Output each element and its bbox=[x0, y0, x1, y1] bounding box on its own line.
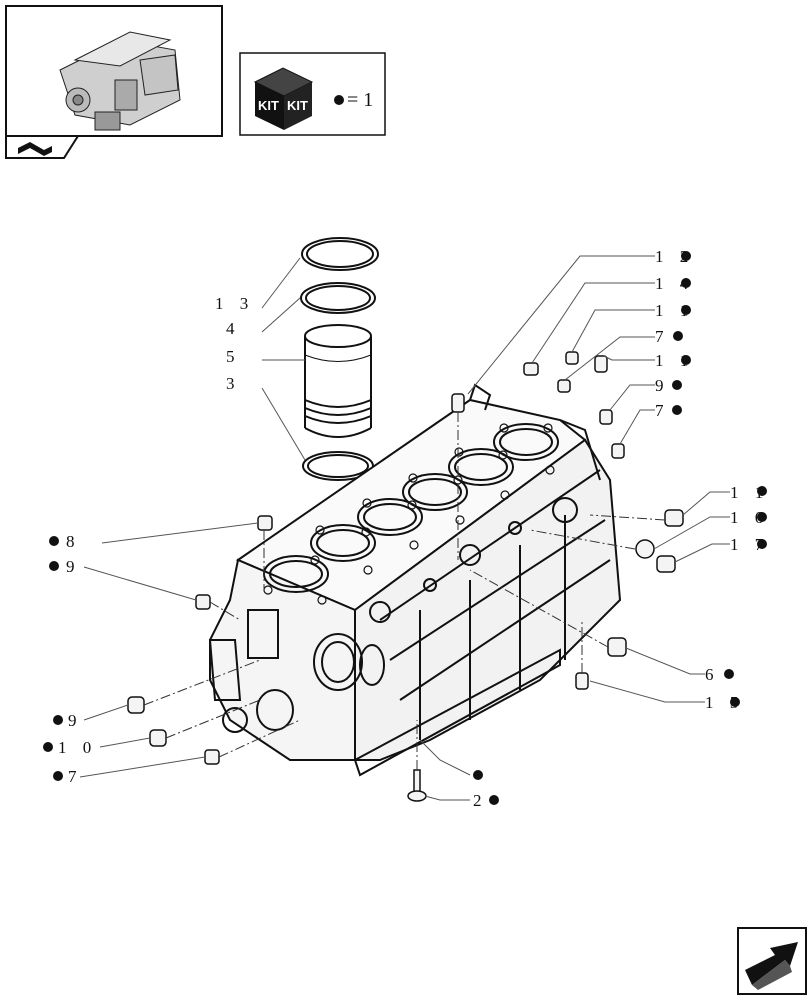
previous-page-arrow-icon bbox=[18, 142, 52, 156]
callout-16: 1 6 bbox=[730, 508, 769, 527]
callout-8: 8 bbox=[66, 532, 81, 551]
kit-bullet-icon bbox=[672, 405, 682, 415]
engine-thumbnail[interactable] bbox=[5, 5, 223, 137]
callout-12: 1 2 bbox=[655, 247, 694, 266]
callout-4: 4 bbox=[226, 319, 241, 338]
construction-lines bbox=[143, 412, 666, 770]
callout-9c: 9 bbox=[68, 711, 83, 730]
callout-10: 1 0 bbox=[58, 738, 97, 757]
callout-11b: 1 1 bbox=[655, 351, 694, 370]
leader-lines bbox=[79, 255, 730, 801]
callout-labels: 1 2 1 4 1 1 7 1 1 9 7 1 1 1 6 1 7 6 1 5 … bbox=[43, 247, 769, 810]
callout-3: 3 bbox=[226, 374, 241, 393]
callout-11c: 1 1 bbox=[730, 483, 769, 502]
kit-bullet-icon bbox=[681, 278, 691, 288]
small-parts bbox=[127, 351, 684, 802]
kit-bullet-icon bbox=[757, 512, 767, 522]
kit-equals-text: = 1 bbox=[347, 89, 373, 111]
callout-5: 5 bbox=[226, 347, 241, 366]
callout-7b: 7 bbox=[655, 401, 670, 420]
callout-9a: 9 bbox=[655, 376, 670, 395]
engine-thumbnail-icon bbox=[59, 31, 181, 131]
callout-11a: 1 1 bbox=[655, 301, 694, 320]
kit-bullet-icon bbox=[672, 380, 682, 390]
callout-7c: 7 bbox=[68, 767, 83, 786]
kit-bullet-icon bbox=[681, 355, 691, 365]
kit-bullet-icon bbox=[681, 305, 691, 315]
callout-2: 2 bbox=[473, 791, 488, 810]
previous-page-tab[interactable] bbox=[5, 135, 80, 159]
kit-bullet-icon bbox=[724, 669, 734, 679]
liner-parts bbox=[300, 237, 379, 481]
kit-bullet-icon bbox=[43, 742, 53, 752]
callout-7a: 7 bbox=[655, 327, 670, 346]
callout-14: 1 4 bbox=[655, 274, 694, 293]
kit-word-right: KIT bbox=[287, 98, 308, 113]
kit-bullet-icon bbox=[757, 539, 767, 549]
kit-box-icon: KIT KIT bbox=[253, 67, 314, 130]
kit-bullet-icon bbox=[757, 486, 767, 496]
kit-bullet-icon bbox=[334, 95, 344, 105]
callout-9b: 9 bbox=[66, 557, 81, 576]
kit-bullet-icon bbox=[53, 715, 63, 725]
callout-17: 1 7 bbox=[730, 535, 769, 554]
kit-bullet-icon bbox=[489, 795, 499, 805]
kit-bullet-icon bbox=[681, 251, 691, 261]
callout-15: 1 5 bbox=[705, 693, 744, 712]
kit-bullet-icon bbox=[473, 770, 483, 780]
next-page-arrow-icon bbox=[745, 942, 798, 990]
engine-block bbox=[208, 383, 622, 777]
kit-bullet-icon bbox=[49, 536, 59, 546]
kit-legend: KIT KIT = 1 bbox=[239, 52, 386, 136]
kit-bullet-icon bbox=[673, 331, 683, 341]
kit-bullet-icon bbox=[49, 561, 59, 571]
next-page-button[interactable] bbox=[737, 927, 807, 995]
kit-bullet-icon bbox=[730, 697, 740, 707]
kit-word-left: KIT bbox=[258, 98, 279, 113]
callout-6: 6 bbox=[705, 665, 720, 684]
kit-bullet-icon bbox=[53, 771, 63, 781]
callout-13: 1 3 bbox=[215, 294, 254, 313]
